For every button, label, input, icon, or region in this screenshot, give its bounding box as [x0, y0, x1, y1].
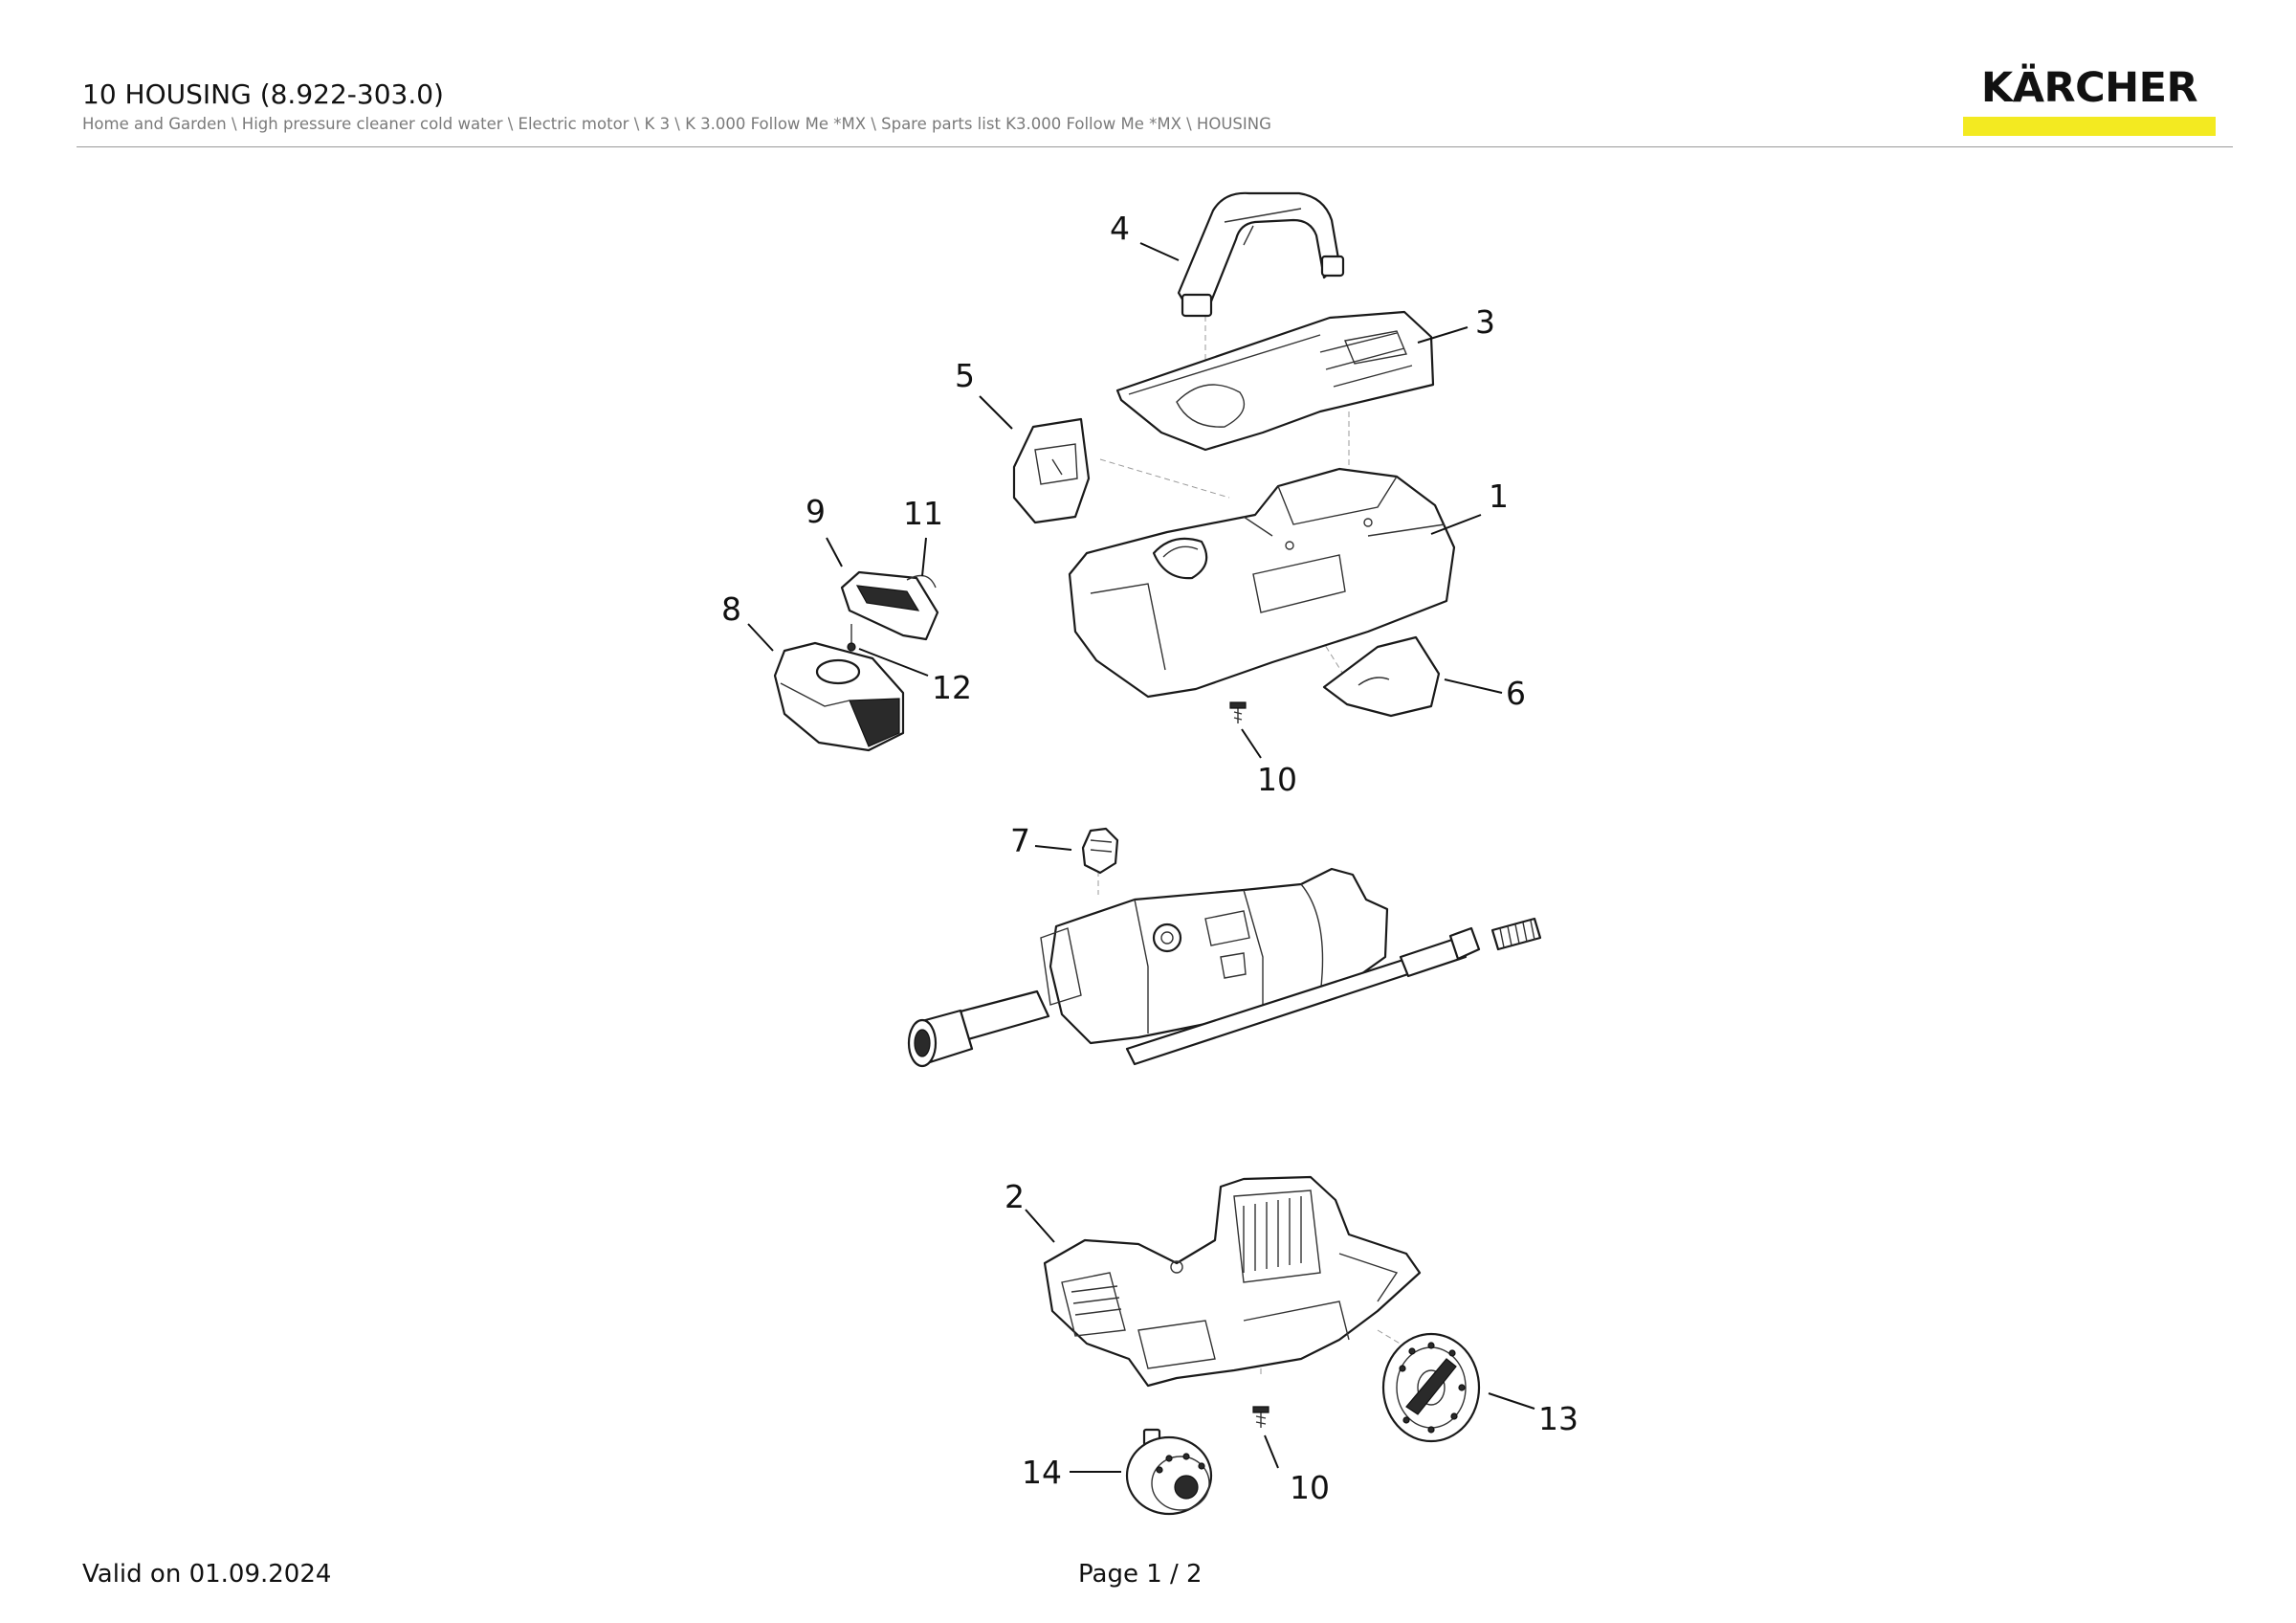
part-14-wheel [1125, 1428, 1213, 1516]
callout-3: 3 [1475, 303, 1495, 341]
callout-10-bottom: 10 [1290, 1469, 1330, 1506]
callout-4: 4 [1110, 210, 1130, 247]
part-5-side-bracket [1012, 417, 1091, 524]
callout-10-top: 10 [1257, 761, 1297, 798]
part-11-seal [906, 574, 937, 589]
callout-1: 1 [1489, 478, 1509, 515]
valid-date: Valid on 01.09.2024 [82, 1560, 332, 1589]
callout-5: 5 [955, 357, 975, 394]
part-10-screw-top [1229, 701, 1247, 723]
part-3-top-cover [1115, 310, 1435, 452]
part-8-tank-cover [773, 641, 905, 752]
motor-pump-assembly [907, 867, 1542, 1068]
part-7-switch [1081, 827, 1119, 875]
part-12-screw [847, 624, 856, 652]
logo-wordmark: KÄRCHER [1980, 64, 2198, 112]
callout-labels: 1 2 3 4 5 6 7 8 9 10 11 12 13 14 10 [721, 210, 1578, 1506]
header-divider [77, 146, 2233, 147]
callout-9: 9 [806, 493, 826, 530]
part-6-right-bracket [1322, 635, 1441, 718]
callout-leaders [747, 242, 1535, 1473]
callout-6: 6 [1506, 675, 1526, 712]
callout-2: 2 [1004, 1178, 1025, 1215]
part-2-base [1043, 1175, 1422, 1388]
outlet-spring [1490, 917, 1542, 951]
logo-yellow-bar [1963, 117, 2216, 136]
callout-14: 14 [1022, 1454, 1062, 1491]
callout-8: 8 [721, 590, 741, 628]
callout-13: 13 [1538, 1400, 1578, 1437]
page-number: Page 1 / 2 [1078, 1560, 1203, 1589]
callout-11: 11 [903, 495, 943, 532]
callout-7: 7 [1010, 822, 1030, 859]
callout-12: 12 [932, 669, 972, 706]
part-1-main-housing [1068, 467, 1456, 699]
breadcrumb: Home and Garden \ High pressure cleaner … [82, 115, 1271, 133]
part-4-handle [1177, 191, 1345, 318]
part-9-logo-plate [840, 570, 939, 641]
page-title: 10 HOUSING (8.922-303.0) [82, 78, 444, 110]
part-10-screw-bottom [1252, 1406, 1269, 1428]
karcher-logo: KÄRCHER [1963, 65, 2216, 138]
part-13-wheel [1381, 1332, 1481, 1443]
